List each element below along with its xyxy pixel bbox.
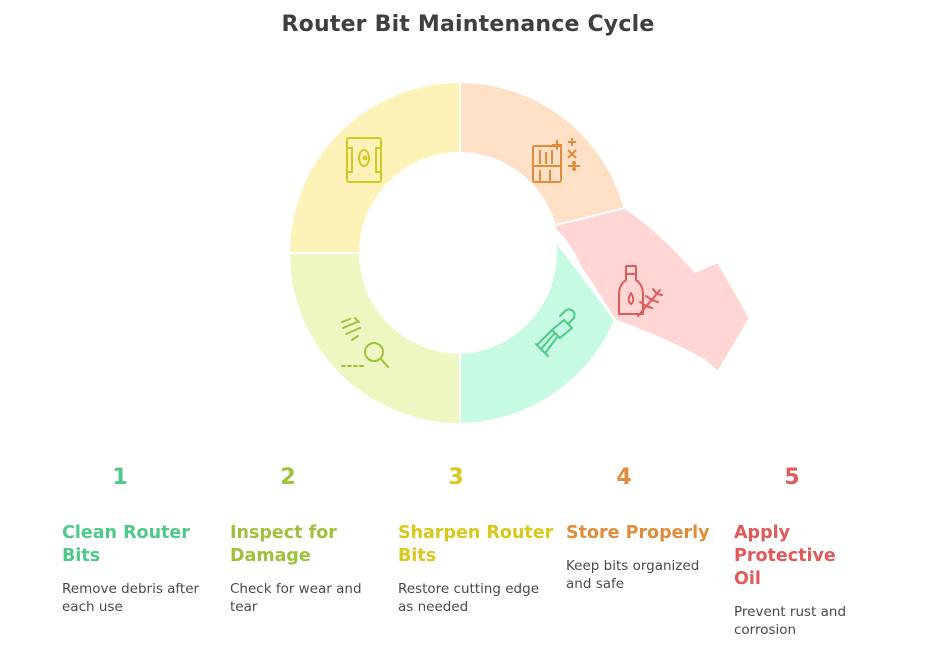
step-number: 4: [616, 465, 632, 490]
step-5: 5 Apply Protective Oil Prevent rust and …: [734, 465, 894, 639]
segment-oil-arrow: [549, 206, 752, 374]
step-number: 2: [280, 465, 296, 490]
step-title: Store Properly: [566, 523, 710, 543]
step-2: 2 Inspect for Damage Check for wear and …: [230, 465, 390, 616]
step-3: 3 Sharpen Router Bits Restore cutting ed…: [398, 465, 558, 616]
storage-icon: [532, 138, 580, 183]
step-number: 3: [448, 465, 464, 490]
segment-store: [459, 80, 627, 227]
magnifier-inspect-icon: [341, 317, 389, 368]
step-4: 4 Store Properly Keep bits organized and…: [566, 465, 726, 593]
step-description: Keep bits organized and safe: [566, 558, 700, 592]
step-title: Inspect for Damage: [230, 523, 337, 566]
step-1: 1 Clean Router Bits Remove debris after …: [62, 465, 222, 616]
segment-clean: [459, 236, 617, 426]
step-description: Restore cutting edge as needed: [398, 581, 539, 615]
step-description: Prevent rust and corrosion: [734, 604, 847, 638]
step-title: Apply Protective Oil: [734, 523, 836, 589]
step-description: Remove debris after each use: [62, 581, 200, 615]
paintbrush-icon: [535, 308, 576, 357]
step-number: 1: [112, 465, 128, 490]
step-title: Clean Router Bits: [62, 523, 190, 566]
step-title: Sharpen Router Bits: [398, 523, 554, 566]
oil-bottle-icon: [618, 265, 663, 317]
sharpener-icon: [346, 137, 382, 183]
step-description: Check for wear and tear: [230, 581, 362, 615]
segment-sharpen: [287, 80, 461, 254]
page-title: Router Bit Maintenance Cycle: [281, 12, 655, 37]
step-number: 5: [784, 465, 800, 490]
segment-inspect: [287, 252, 461, 426]
